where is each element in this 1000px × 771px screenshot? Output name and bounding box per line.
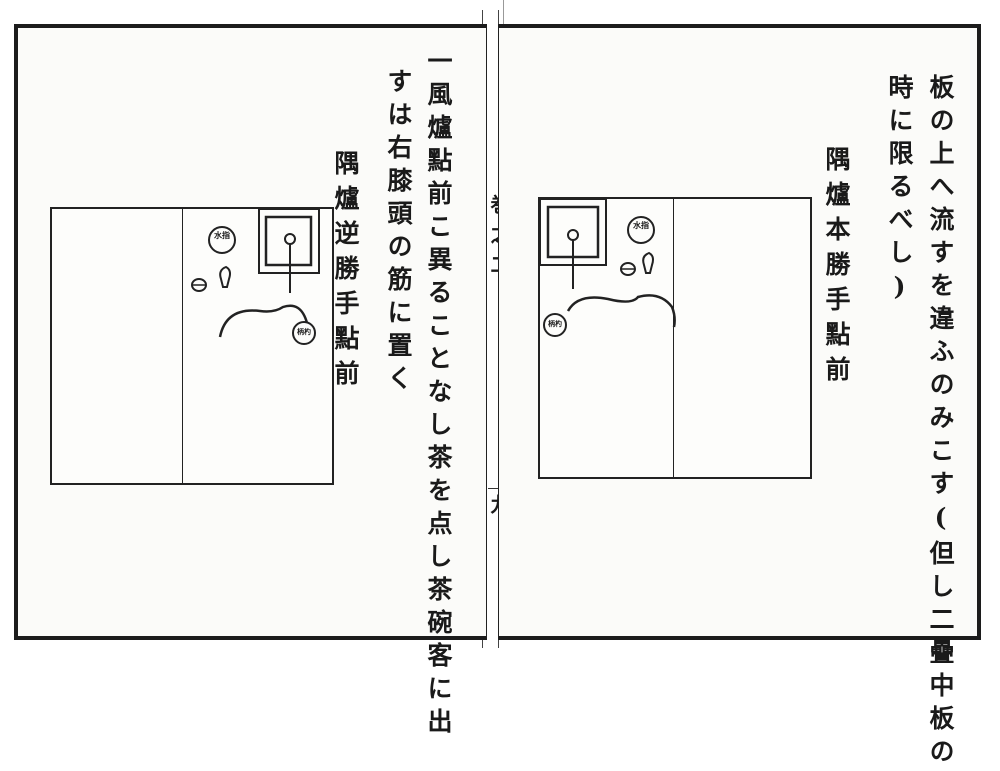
bowl-arc — [218, 304, 309, 338]
kettle-seal-text: 水指 — [214, 230, 230, 240]
left-text-column-1: 一風爐點前こ異ることなし茶を点し茶碗客に出 — [424, 48, 453, 741]
left-tatami-diagram: 水指 柄杓 — [50, 207, 334, 485]
left-section-title: 隅爐逆勝手點前 — [331, 150, 360, 395]
hearth-inner — [264, 215, 313, 267]
tatami-border — [673, 199, 674, 477]
right-diagram-drawing — [540, 199, 676, 337]
left-text-column-2: すは右膝頭の筋に置く — [384, 68, 413, 398]
ladle-seal-text: 柄杓 — [297, 327, 311, 336]
kettle-icon — [284, 233, 296, 245]
kettle-icon — [567, 229, 579, 241]
water-jar-seal — [627, 216, 655, 244]
kettle-seal-text: 水指 — [633, 220, 649, 230]
ladle-stand-seal — [292, 321, 316, 345]
gutter-rule — [503, 0, 504, 40]
whisk-icon — [642, 251, 654, 274]
right-section-title: 隅爐本勝手點前 — [822, 146, 851, 391]
bowl-arc — [566, 294, 676, 328]
right-text-column-2: 時に限るべし) — [885, 74, 914, 309]
book-spread: 一風爐點前こ異ることなし茶を点し茶碗客に出 すは右膝頭の筋に置く 隅爐逆勝手點前… — [14, 0, 981, 771]
left-diagram-drawing — [191, 209, 320, 345]
water-jar-seal — [208, 226, 236, 254]
ladle-stand-seal — [543, 313, 567, 337]
ladle-seal-text: 柄杓 — [548, 319, 562, 328]
tea-caddy-icon — [620, 262, 636, 276]
tatami-border — [182, 209, 183, 483]
right-text-column-1: 板の上へ流すを違ふのみこす(但し二疊中板の — [926, 74, 955, 771]
right-tatami-diagram: 水指 柄杓 — [538, 197, 812, 479]
tea-caddy-icon — [191, 278, 207, 292]
whisk-icon — [219, 265, 231, 288]
